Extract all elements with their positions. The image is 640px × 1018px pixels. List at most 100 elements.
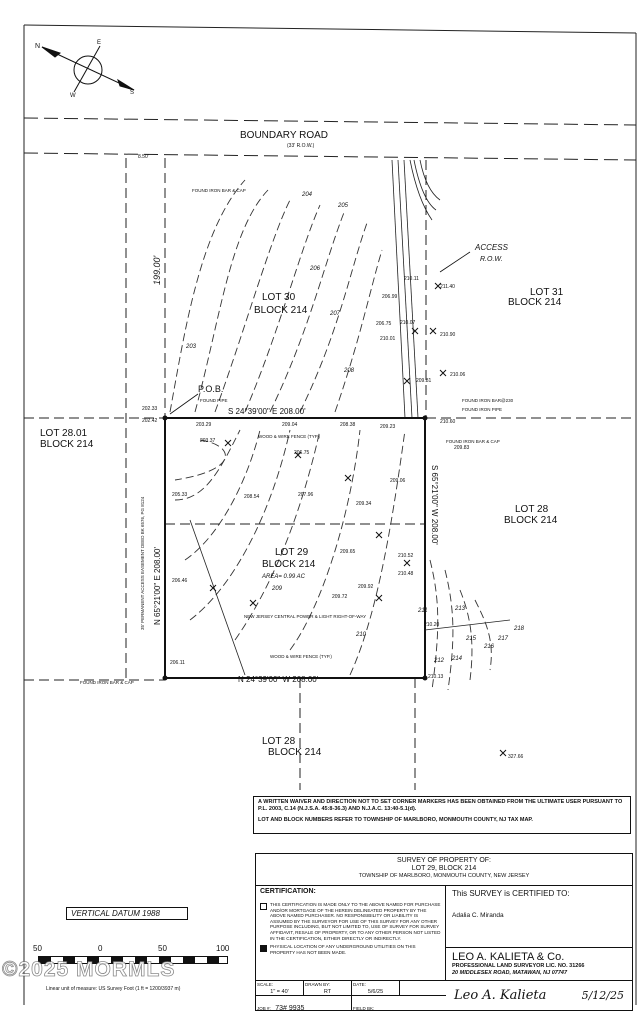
lot2801-block: BLOCK 214: [40, 439, 94, 450]
svg-text:210.60: 210.60: [440, 419, 456, 425]
surveyor-firm: LEO A. KALIETA & Co.: [452, 951, 565, 963]
checked-box-icon: [260, 945, 267, 953]
lot28-east-label: LOT 28: [515, 504, 549, 515]
date-cell: DATE: 5/6/25: [352, 981, 400, 996]
note-found-bar-sw: FOUND IRON BAR & CAP: [80, 680, 134, 685]
survey-title: SURVEY OF PROPERTY OF: LOT 29, BLOCK 214…: [256, 854, 632, 886]
contour-label: 216: [483, 644, 495, 650]
drawn-label: DRAWN BY:: [305, 982, 331, 987]
vertical-datum-text: VERTICAL DATUM 1988: [71, 909, 160, 918]
contour-label: 205: [337, 203, 349, 209]
svg-text:206.75: 206.75: [376, 321, 392, 327]
svg-text:208.38: 208.38: [340, 422, 356, 428]
certification-heading: CERTIFICATION:: [260, 888, 316, 895]
lot29-label: LOT 29: [275, 547, 309, 558]
date-label: DATE:: [353, 982, 366, 987]
contour-label: 217: [497, 636, 509, 642]
note-dim-850: 8.50': [138, 154, 149, 160]
checkbox-icon: [260, 903, 267, 910]
lot30-west-dim: 199.00': [152, 255, 162, 285]
job-label: JOB #:: [257, 1006, 271, 1011]
signature-panel: Leo A. Kalieta 5/12/25: [446, 980, 632, 1010]
svg-text:210.06: 210.06: [450, 372, 466, 378]
drawn-value: RT: [323, 988, 332, 995]
svg-text:206.75: 206.75: [294, 450, 310, 456]
lot2801-label: LOT 28.01: [40, 428, 88, 439]
note-easement: 35' PERMANENT ACCESS EASEMENT DEED BK 65…: [140, 496, 145, 630]
waiver-note: A WRITTEN WAIVER AND DIRECTION NOT TO SE…: [258, 799, 623, 812]
certified-to-panel: This SURVEY is CERTIFIED TO: Adalia C. M…: [446, 886, 632, 948]
svg-text:209.04: 209.04: [282, 422, 298, 428]
road-name: BOUNDARY ROAD: [240, 130, 328, 141]
svg-text:209.81: 209.81: [416, 378, 432, 384]
svg-text:206.11: 206.11: [170, 660, 185, 666]
svg-text:206.99: 206.99: [382, 294, 398, 300]
south-letter: S: [130, 90, 134, 96]
survey-title-line2: LOT 29, BLOCK 214: [411, 865, 477, 872]
found-iron-corners: [162, 415, 428, 681]
note-fence-s: WOOD & WIRE FENCE (TYP.): [270, 654, 332, 659]
field-bk-label: FIELD BK:: [353, 1006, 375, 1011]
svg-text:210.01: 210.01: [380, 336, 396, 342]
contour-label: 211: [417, 608, 428, 614]
svg-text:209.83: 209.83: [454, 445, 470, 451]
svg-text:203.37: 203.37: [200, 438, 216, 444]
scale-tick-label: 50: [33, 944, 42, 953]
spot-elevations: 202.33 202.42 203.29 203.37 205.33 206.1…: [142, 276, 524, 760]
note-found-bar-e: FOUND IRON BAR & CAP: [446, 439, 500, 444]
signature-date: 5/12/25: [581, 989, 624, 1002]
scale-bar-graphic: [38, 956, 228, 964]
lot-block-note: LOT AND BLOCK NUMBERS REFER TO TOWNSHIP …: [258, 817, 533, 823]
bearing-south: N 24°39'00" W 208.00': [238, 675, 319, 684]
svg-text:209.92: 209.92: [358, 584, 374, 590]
note-found-pipe: FOUND PIPE: [200, 398, 228, 403]
spot-markers: [209, 282, 507, 757]
notes-box: A WRITTEN WAIVER AND DIRECTION NOT TO SE…: [253, 796, 631, 834]
certification-panel: CERTIFICATION: THIS CERTIFICATION IS MAD…: [256, 886, 446, 980]
contour-label: 212: [433, 658, 445, 664]
svg-text:210.52: 210.52: [398, 553, 414, 559]
certification-text: THIS CERTIFICATION IS MADE ONLY TO THE A…: [270, 902, 441, 941]
svg-text:210.13: 210.13: [428, 674, 444, 680]
access-strip: [391, 159, 441, 419]
svg-text:209.23: 209.23: [380, 424, 396, 430]
boundary-road: [23, 117, 637, 161]
svg-text:211.40: 211.40: [440, 284, 455, 290]
lot29-block: BLOCK 214: [262, 559, 316, 570]
scale-value: 1" = 40': [270, 988, 289, 995]
svg-text:202.33: 202.33: [142, 406, 158, 412]
lot28-east-block: BLOCK 214: [504, 515, 558, 526]
scale-cell: SCALE: 1" = 40': [256, 981, 304, 996]
contour-label: 215: [465, 636, 477, 642]
contour-label: 210: [355, 632, 367, 638]
access-label: ACCESS: [474, 243, 509, 252]
power-line: [189, 519, 511, 676]
scale-tick-label: 50: [158, 944, 167, 953]
date-value: 5/6/25: [367, 988, 384, 995]
contour-label: 207: [329, 311, 341, 317]
svg-text:210.90: 210.90: [440, 332, 456, 338]
svg-text:209.34: 209.34: [356, 501, 372, 507]
surveyor-license: PROFESSIONAL LAND SURVEYOR LIC. NO. 3126…: [452, 963, 585, 969]
contour-label: 203: [185, 344, 197, 350]
svg-text:207.96: 207.96: [298, 492, 314, 498]
survey-title-line1: SURVEY OF PROPERTY OF:: [396, 857, 491, 864]
scale-label: SCALE:: [257, 982, 274, 987]
access-row: R.O.W.: [480, 256, 503, 263]
graphic-scale: 50 0 50 100 Linear unit of measure: US S…: [30, 942, 240, 1002]
contour-lines: [169, 179, 492, 691]
watermark: ©2025 MORMLS: [2, 958, 176, 982]
north-letter: N: [35, 43, 40, 50]
surveyor-address: 20 MIDDLESEX ROAD, MATAWAN, NJ 07747: [452, 969, 568, 976]
vertical-datum: VERTICAL DATUM 1988: [66, 907, 188, 920]
contour-label: 218: [513, 626, 525, 632]
bearing-west: N 65°21'00" E 208.00': [153, 546, 162, 625]
svg-text:210.11: 210.11: [404, 276, 419, 282]
surveyor-panel: LEO A. KALIETA & Co. PROFESSIONAL LAND S…: [446, 948, 632, 980]
contour-label: 213: [454, 606, 466, 612]
contour-label: 214: [451, 656, 463, 662]
note-found-bar-230: FOUND IRON BAR@230: [462, 398, 514, 403]
note-fence-n: WOOD & WIRE FENCE (TYP.): [258, 434, 320, 439]
lot-lines: [24, 158, 636, 790]
